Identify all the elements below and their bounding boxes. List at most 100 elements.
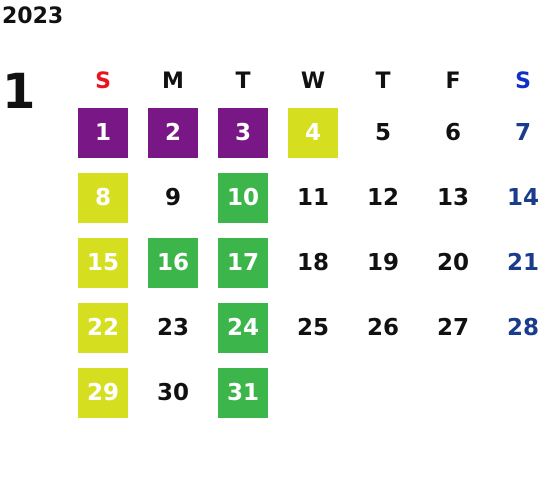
weekday-label: W <box>300 68 326 94</box>
day-cell[interactable]: 31 <box>208 367 278 418</box>
day-number: 24 <box>226 314 259 341</box>
day-number: 4 <box>304 119 321 146</box>
day-number: 3 <box>234 119 251 146</box>
day-cell[interactable]: 26 <box>348 303 418 353</box>
day-number: 18 <box>296 249 329 276</box>
day-cell[interactable]: 27 <box>418 303 488 353</box>
calendar-month: 1 <box>2 64 36 120</box>
day-number: 31 <box>226 379 259 406</box>
weekday-header-thu: T <box>348 62 418 100</box>
day-cell[interactable]: 7 <box>488 108 548 158</box>
weekday-header-tue: T <box>208 62 278 100</box>
day-highlight <box>218 107 268 158</box>
day-number: 19 <box>366 249 399 276</box>
week-row-2: 8 9 10 11 12 13 14 <box>68 165 548 230</box>
day-number: 6 <box>444 119 461 146</box>
day-number: 20 <box>436 249 469 276</box>
day-cell[interactable]: 21 <box>488 238 548 288</box>
day-cell <box>278 368 348 418</box>
day-highlight <box>288 107 338 158</box>
day-highlight <box>148 237 198 288</box>
day-number: 27 <box>436 314 469 341</box>
calendar-year: 2023 <box>2 4 64 29</box>
day-number: 14 <box>506 184 539 211</box>
day-number: 2 <box>164 119 181 146</box>
day-cell[interactable]: 28 <box>488 303 548 353</box>
day-cell[interactable]: 19 <box>348 238 418 288</box>
day-number: 26 <box>366 314 399 341</box>
day-number: 1 <box>94 119 111 146</box>
day-cell[interactable]: 1 <box>68 107 138 158</box>
day-number: 12 <box>366 184 399 211</box>
week-row-3: 15 16 17 18 19 20 21 <box>68 230 548 295</box>
day-highlight <box>148 107 198 158</box>
day-number: 29 <box>86 379 119 406</box>
day-cell[interactable]: 18 <box>278 238 348 288</box>
day-cell[interactable]: 29 <box>68 367 138 418</box>
weekday-header-sun: S <box>68 62 138 100</box>
day-number: 10 <box>226 184 259 211</box>
day-highlight <box>78 172 128 223</box>
day-number: 16 <box>156 249 189 276</box>
day-cell[interactable]: 5 <box>348 108 418 158</box>
day-number: 5 <box>374 119 391 146</box>
weekday-label: S <box>95 68 111 94</box>
day-number: 17 <box>226 249 259 276</box>
day-highlight <box>218 172 268 223</box>
weekday-label: S <box>515 68 531 94</box>
week-row-5: 29 30 31 <box>68 360 548 425</box>
day-cell[interactable]: 8 <box>68 172 138 223</box>
day-cell[interactable]: 13 <box>418 173 488 223</box>
day-cell[interactable]: 20 <box>418 238 488 288</box>
day-number: 15 <box>86 249 119 276</box>
day-number: 25 <box>296 314 329 341</box>
weekday-header-mon: M <box>138 62 208 100</box>
day-number: 7 <box>514 119 531 146</box>
day-number: 23 <box>156 314 189 341</box>
day-highlight <box>78 302 128 353</box>
weekday-label: M <box>162 68 184 94</box>
day-cell[interactable]: 15 <box>68 237 138 288</box>
day-highlight <box>78 367 128 418</box>
day-number: 22 <box>86 314 119 341</box>
day-cell[interactable]: 2 <box>138 107 208 158</box>
day-cell[interactable]: 22 <box>68 302 138 353</box>
day-cell[interactable]: 30 <box>138 368 208 418</box>
day-number: 11 <box>296 184 329 211</box>
day-cell[interactable]: 14 <box>488 173 548 223</box>
day-cell[interactable]: 16 <box>138 237 208 288</box>
day-number: 21 <box>506 249 539 276</box>
day-cell[interactable]: 12 <box>348 173 418 223</box>
weekday-header-row: S M T W T F S <box>68 62 548 100</box>
day-cell[interactable]: 3 <box>208 107 278 158</box>
day-highlight <box>78 107 128 158</box>
weekday-label: T <box>375 68 391 94</box>
day-number: 13 <box>436 184 469 211</box>
day-cell[interactable]: 9 <box>138 173 208 223</box>
day-cell[interactable]: 10 <box>208 172 278 223</box>
day-cell[interactable]: 4 <box>278 107 348 158</box>
day-highlight <box>78 237 128 288</box>
day-highlight <box>218 237 268 288</box>
day-cell[interactable]: 17 <box>208 237 278 288</box>
day-number: 8 <box>94 184 111 211</box>
week-row-4: 22 23 24 25 26 27 28 <box>68 295 548 360</box>
day-cell[interactable]: 23 <box>138 303 208 353</box>
day-cell[interactable]: 25 <box>278 303 348 353</box>
weekday-label: F <box>445 68 461 94</box>
weekday-header-fri: F <box>418 62 488 100</box>
day-cell <box>348 368 418 418</box>
weekday-label: T <box>235 68 251 94</box>
day-number: 30 <box>156 379 189 406</box>
day-cell[interactable]: 24 <box>208 302 278 353</box>
day-cell[interactable]: 6 <box>418 108 488 158</box>
day-number: 28 <box>506 314 539 341</box>
day-cell <box>418 368 488 418</box>
day-number: 9 <box>164 184 181 211</box>
day-cell <box>488 368 548 418</box>
calendar-grid: S M T W T F S 1 2 3 4 5 6 7 8 9 10 11 12… <box>68 62 548 425</box>
day-cell[interactable]: 11 <box>278 173 348 223</box>
day-highlight <box>218 302 268 353</box>
weekday-header-sat: S <box>488 62 548 100</box>
day-highlight <box>218 367 268 418</box>
